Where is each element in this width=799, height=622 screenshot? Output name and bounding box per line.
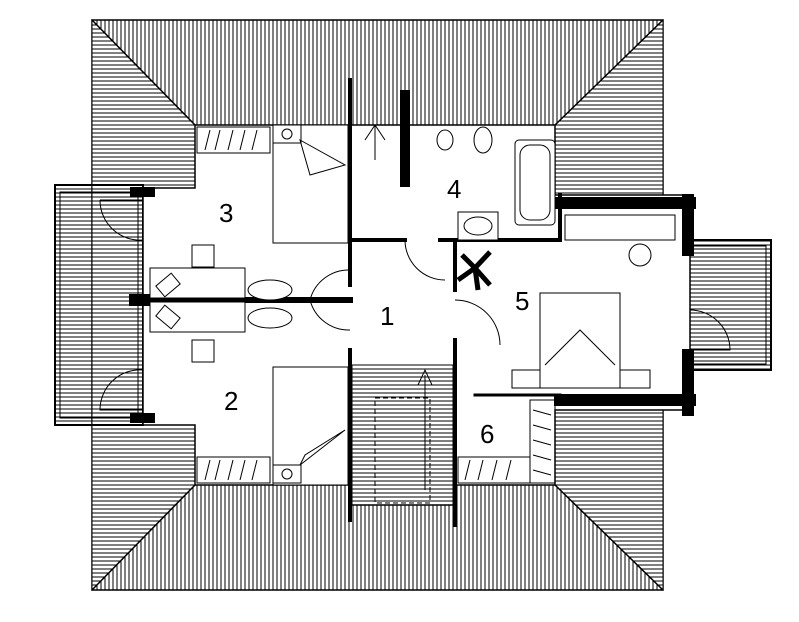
doors <box>99 199 731 411</box>
bed-room-3 <box>272 124 349 244</box>
walls <box>129 78 696 527</box>
room-label-5: 5 <box>515 286 529 316</box>
room-label-1: 1 <box>380 301 394 331</box>
balcony-right <box>684 239 772 371</box>
furniture <box>149 124 676 486</box>
room-label-6: 6 <box>480 419 494 449</box>
staircase <box>351 364 454 506</box>
wardrobes <box>196 126 556 484</box>
room-label-4: 4 <box>447 174 461 204</box>
bed-room-5 <box>539 292 621 389</box>
room-label-3: 3 <box>219 198 233 228</box>
plant-icon <box>456 250 492 291</box>
room-label-2: 2 <box>224 386 238 416</box>
